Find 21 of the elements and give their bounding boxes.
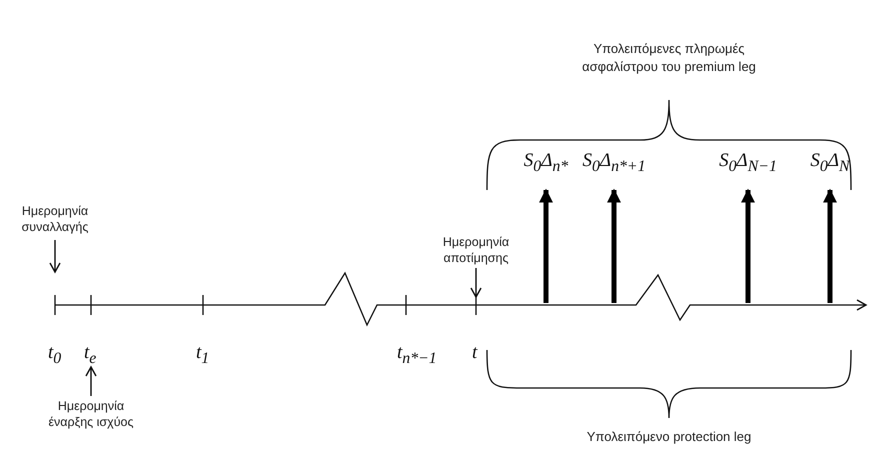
annotation-text: Ημερομηνία συναλλαγής bbox=[0, 203, 110, 235]
arrow bbox=[607, 188, 621, 303]
arrow bbox=[49, 240, 61, 273]
tick-label: t bbox=[472, 342, 478, 364]
annotation-text: Ημερομηνία αποτίμησης bbox=[426, 234, 526, 266]
arrow bbox=[823, 188, 837, 303]
tick-label: t$_{e}$ bbox=[84, 342, 96, 370]
tick-label: t$_{n*−1}$ bbox=[397, 342, 437, 369]
arrow bbox=[470, 268, 482, 298]
arrow bbox=[85, 366, 97, 396]
annotation-text: Ημερομηνία έναρξης ισχύος bbox=[36, 398, 146, 430]
payment-label: S$_{0}$Δ$_{n*+1}$ bbox=[582, 150, 646, 196]
brace-caption: Υπολειπόμενες πληρωμές ασφαλίστρου του premium leg bbox=[581, 40, 757, 76]
tick-label: t$_{0}$ bbox=[48, 342, 62, 369]
payment-label: S$_{0}$Δ$_{N−1}$ bbox=[719, 150, 777, 196]
payment-label: S$_{0}$Δ$_{n*}$ bbox=[524, 150, 568, 196]
arrow bbox=[741, 188, 755, 303]
arrow bbox=[539, 188, 553, 303]
tick-label: t$_{1}$ bbox=[196, 342, 210, 369]
payment-label: S$_{0}$Δ$_{N}$ bbox=[810, 150, 850, 196]
brace-caption: Υπολειπόμενο protection leg bbox=[586, 428, 752, 446]
